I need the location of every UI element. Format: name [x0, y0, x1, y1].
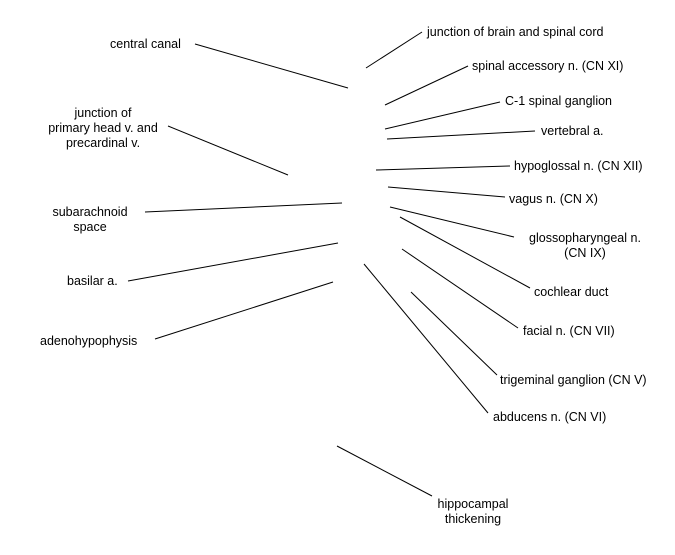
leader-adenohypophysis — [154, 281, 334, 340]
leader-abducens — [363, 263, 489, 414]
label-central-canal: central canal — [110, 37, 181, 51]
label-abducens: abducens n. (CN VI) — [493, 410, 607, 424]
label-basilar-a: basilar a. — [67, 274, 118, 288]
label-vagus: vagus n. (CN X) — [509, 192, 598, 206]
label-hypoglossal: hypoglossal n. (CN XII) — [514, 159, 643, 173]
label-junction-head-precardinal: junction of primary head v. and precardi… — [48, 106, 158, 150]
leader-central-canal — [194, 43, 349, 89]
label-junction-brain-spinal: junction of brain and spinal cord — [427, 25, 604, 39]
leader-spinal-accessory — [384, 65, 469, 106]
label-c1-spinal-ganglion: C-1 spinal ganglion — [505, 94, 613, 108]
label-vertebral-a: vertebral a. — [541, 124, 604, 138]
label-hippocampal-thickening: hippocampal thickening — [437, 497, 509, 526]
leader-vagus — [387, 186, 506, 198]
leader-trigeminal-ganglion — [410, 291, 498, 376]
label-spinal-accessory: spinal accessory n. (CN XI) — [472, 59, 624, 73]
leader-subarachnoid-space — [144, 202, 343, 213]
label-trigeminal-ganglion: trigeminal ganglion (CN V) — [500, 373, 647, 387]
label-glossopharyngeal: glossopharyngeal n. (CN IX) — [529, 231, 641, 260]
leader-cochlear-duct — [399, 216, 531, 289]
leader-hippocampal-thickening — [336, 445, 433, 497]
leader-c1-spinal-ganglion — [384, 101, 501, 130]
label-adenohypophysis: adenohypophysis — [40, 334, 138, 348]
leader-junction-brain-spinal — [365, 31, 423, 69]
leader-vertebral-a — [386, 130, 536, 140]
leader-basilar-a — [127, 242, 339, 282]
leader-junction-head-precardinal — [167, 125, 289, 176]
leader-hypoglossal — [375, 165, 511, 171]
label-facial: facial n. (CN VII) — [523, 324, 615, 338]
leader-glossopharyngeal — [389, 206, 515, 238]
label-subarachnoid-space: subarachnoid space — [52, 205, 128, 234]
leader-facial — [401, 248, 519, 329]
label-cochlear-duct: cochlear duct — [534, 285, 609, 299]
